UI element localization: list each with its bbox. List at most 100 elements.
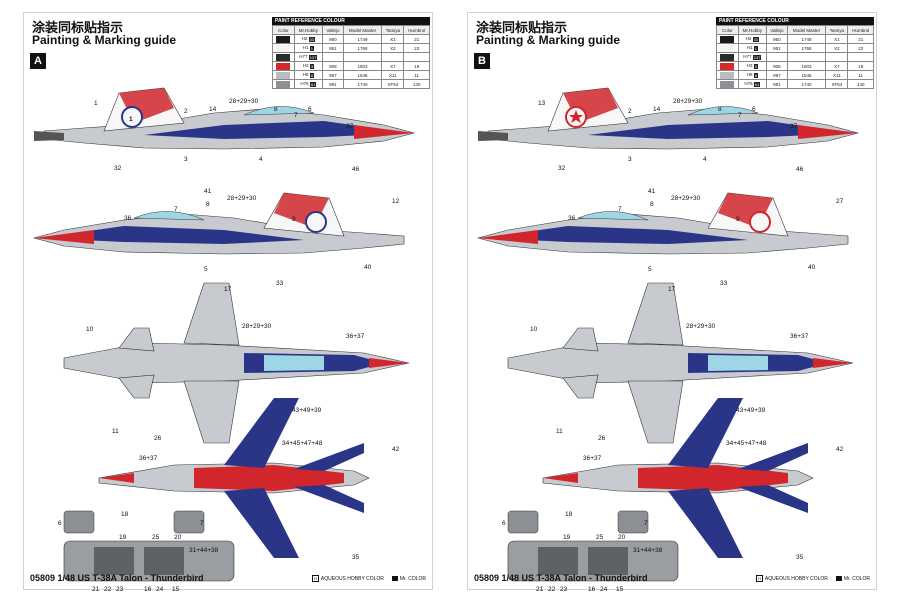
callout: 25 xyxy=(596,534,604,541)
callout: 13 xyxy=(538,100,546,107)
callout: 36+37 xyxy=(790,333,809,340)
callout: 42 xyxy=(392,446,400,453)
mrcolor-code: 33 xyxy=(752,36,760,42)
mrcolor-code: 3 xyxy=(309,63,315,69)
callout: 7 xyxy=(644,520,648,527)
callout: 3 xyxy=(628,156,632,163)
callout: 4 xyxy=(259,156,263,163)
callout: 32 xyxy=(558,165,566,172)
side-view-upper: 1 xyxy=(34,87,416,150)
star-emblem-icon xyxy=(569,110,583,123)
callout: 37 xyxy=(346,123,354,130)
callout-labels: 1 2 14 28+29+30 8 6 7 37 32 3 4 46 41 36… xyxy=(58,98,400,591)
aqueous-icon: H xyxy=(312,575,319,582)
color-swatch xyxy=(720,44,735,52)
side-view-lower xyxy=(476,192,849,255)
callout: 19 xyxy=(563,534,571,541)
callout: 9 xyxy=(736,216,740,223)
callout: 6 xyxy=(58,520,62,527)
callout: 10 xyxy=(86,326,94,333)
callout: 28+29+30 xyxy=(229,98,259,105)
callout: 42 xyxy=(836,446,844,453)
sheet-title-en: Painting & Marking guide xyxy=(476,33,621,47)
panel-letter: A xyxy=(30,53,46,69)
color-swatch xyxy=(720,53,735,61)
callout: 32 xyxy=(114,165,122,172)
color-swatch xyxy=(720,62,735,70)
table-caption: PAINT REFERENCE COLOUR xyxy=(716,17,874,25)
panel-letter: B xyxy=(474,53,490,69)
callout: 40 xyxy=(364,264,372,271)
callout: 31+44+38 xyxy=(633,547,663,554)
callout: 46 xyxy=(352,166,360,173)
table-cell: 140 xyxy=(403,79,430,89)
cockpit-panels xyxy=(507,510,679,582)
callout: 6 xyxy=(308,106,312,113)
callout: 17 xyxy=(224,286,232,293)
callout: 28+29+30 xyxy=(242,323,272,330)
aircraft-drawings: 1 xyxy=(32,87,416,591)
legend-mrcolor: Mr. COLOR xyxy=(391,575,426,582)
table-row: H77 137 xyxy=(272,52,430,62)
callout: 11 xyxy=(112,428,119,435)
mrcolor-code: 137 xyxy=(752,54,762,60)
callout: 8 xyxy=(718,106,722,113)
mrcolor-code: 3 xyxy=(753,63,759,69)
callout: 23 xyxy=(560,586,568,591)
callout: 8 xyxy=(206,201,210,208)
table-header-row: Color Mr.Hobby Vallejo Model Master Tami… xyxy=(272,25,430,35)
color-swatch xyxy=(720,35,735,43)
callout: 17 xyxy=(668,286,676,293)
callout: 8 xyxy=(274,106,278,113)
paint-reference-table: PAINT REFERENCE COLOUR Color Mr.Hobby Va… xyxy=(272,17,430,89)
callout: 33 xyxy=(720,280,728,287)
table-cell: XF54 xyxy=(825,79,849,89)
top-view xyxy=(507,282,854,444)
callout: 7 xyxy=(618,206,622,213)
bottom-view xyxy=(542,398,814,558)
callout: 40 xyxy=(808,264,816,271)
color-swatch xyxy=(276,35,291,43)
callout: 20 xyxy=(174,534,182,541)
callout: 43+49+39 xyxy=(736,407,766,414)
callout: 36 xyxy=(568,215,576,222)
callout: 26 xyxy=(598,435,606,442)
sheet-title-cn: 涂装同标贴指示 xyxy=(32,21,124,36)
callout: 21 xyxy=(92,586,100,591)
color-swatch xyxy=(276,80,291,88)
color-swatch xyxy=(276,71,291,79)
callout: 34+45+47+48 xyxy=(726,440,767,447)
callout-labels: 13 2 14 28+29+30 8 6 7 37 32 3 4 46 41 3… xyxy=(502,98,844,591)
callout: 24 xyxy=(600,586,608,591)
callout: 28+29+30 xyxy=(671,195,701,202)
mrcolor-code: 8 xyxy=(753,72,759,78)
paint-reference-table: PAINT REFERENCE COLOUR Color Mr.Hobby Va… xyxy=(716,17,874,89)
mrcolor-code: 1 xyxy=(753,45,759,51)
mrcolor-code: 137 xyxy=(308,54,318,60)
callout: 10 xyxy=(530,326,538,333)
bottom-view xyxy=(98,398,370,558)
color-swatch xyxy=(720,80,735,88)
callout: 46 xyxy=(796,166,804,173)
callout: 8 xyxy=(650,201,654,208)
callout: 36 xyxy=(124,215,132,222)
mrcolor-code: 33 xyxy=(308,36,316,42)
callout: 18 xyxy=(565,511,573,518)
callout: 14 xyxy=(653,106,661,113)
callout: 9 xyxy=(292,216,296,223)
callout: 36+37 xyxy=(346,333,365,340)
callout: 2 xyxy=(184,108,188,115)
callout: 7 xyxy=(294,112,298,119)
sheet-title-cn: 涂装同标贴指示 xyxy=(476,21,568,36)
mrcolor-icon xyxy=(391,575,398,581)
callout: 35 xyxy=(796,554,804,561)
callout: 25 xyxy=(152,534,160,541)
callout: 35 xyxy=(352,554,360,561)
table-cell: XF54 xyxy=(381,79,405,89)
callout: 7 xyxy=(200,520,204,527)
callout: 6 xyxy=(502,520,506,527)
callout: 14 xyxy=(209,106,217,113)
